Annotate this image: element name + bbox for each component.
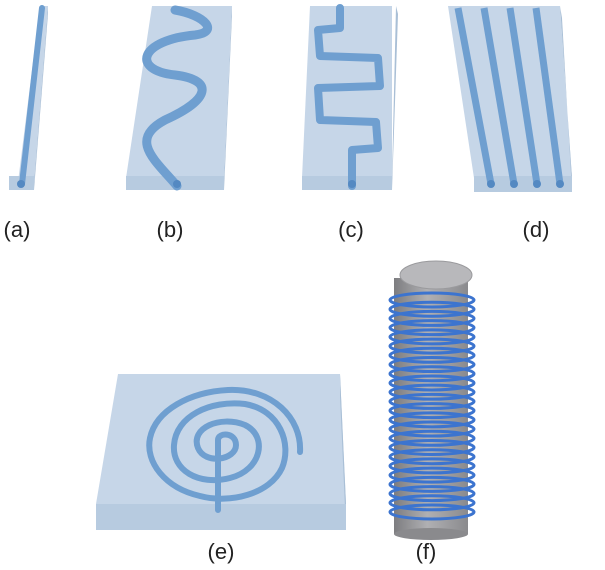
- block-c-side: [392, 6, 398, 190]
- channel-d-4: [532, 7, 564, 185]
- label-c: (c): [338, 217, 364, 242]
- coil-turn: [388, 309, 476, 327]
- coil-turn: [388, 448, 476, 466]
- label-d: (d): [523, 217, 550, 242]
- coil-turn: [388, 475, 476, 493]
- coil-turn: [388, 328, 476, 346]
- channel-b-outlet: [173, 180, 181, 188]
- channel-d-outlet-3: [533, 180, 541, 188]
- coil-turn: [388, 503, 476, 521]
- coil-turn: [388, 383, 476, 401]
- coil-turn: [388, 494, 476, 512]
- label-a: (a): [4, 217, 31, 242]
- channel-d-1: [454, 7, 495, 185]
- zigzag-channel-block: [302, 4, 398, 190]
- coil-turn: [388, 291, 476, 309]
- cylinder-bottom: [394, 528, 468, 540]
- channel-d-outlet-1: [487, 180, 495, 188]
- label-f: (f): [416, 539, 437, 564]
- block-b-top: [126, 6, 232, 178]
- channel-b: [142, 5, 213, 191]
- coil-turn: [388, 411, 476, 429]
- coil-turn: [388, 420, 476, 438]
- coil-turn: [388, 402, 476, 420]
- block-d-front: [474, 176, 572, 192]
- helical-coil: [388, 291, 476, 521]
- label-b: (b): [157, 217, 184, 242]
- channel-d-outlet-4: [556, 180, 564, 188]
- spiral-channel-block: [96, 374, 346, 530]
- cylinder-top: [399, 260, 473, 290]
- coil-turn: [388, 365, 476, 383]
- block-b-side: [224, 6, 232, 190]
- coil-turn: [388, 438, 476, 456]
- channel-d-3: [506, 7, 541, 185]
- coil-turn: [388, 356, 476, 374]
- coil-turn: [388, 319, 476, 337]
- block-c-top: [302, 6, 392, 178]
- serpentine-channel-block: [126, 5, 232, 191]
- coil-turn: [388, 374, 476, 392]
- block-a-side: [34, 6, 48, 190]
- channel-a: [19, 5, 45, 187]
- coil-turn: [388, 337, 476, 355]
- channel-c: [314, 4, 384, 190]
- coil-turn: [388, 346, 476, 364]
- channel-a-outlet: [17, 180, 25, 188]
- coil-turn: [388, 457, 476, 475]
- block-c-front: [302, 176, 392, 190]
- channel-d-outlet-2: [510, 180, 518, 188]
- channel-e-spiral: [146, 386, 304, 513]
- coil-turn: [388, 485, 476, 503]
- channel-d-2: [480, 7, 518, 185]
- straight-channel-block: [9, 5, 48, 190]
- parallel-channels-block: [448, 6, 572, 192]
- label-e: (e): [208, 539, 235, 564]
- coil-turn: [388, 300, 476, 318]
- helical-coil-cylinder: [388, 260, 476, 540]
- block-e-side: [340, 374, 346, 530]
- coil-turn: [388, 429, 476, 447]
- coil-turn: [388, 392, 476, 410]
- coil-turn: [388, 466, 476, 484]
- channel-c-outlet: [348, 180, 356, 188]
